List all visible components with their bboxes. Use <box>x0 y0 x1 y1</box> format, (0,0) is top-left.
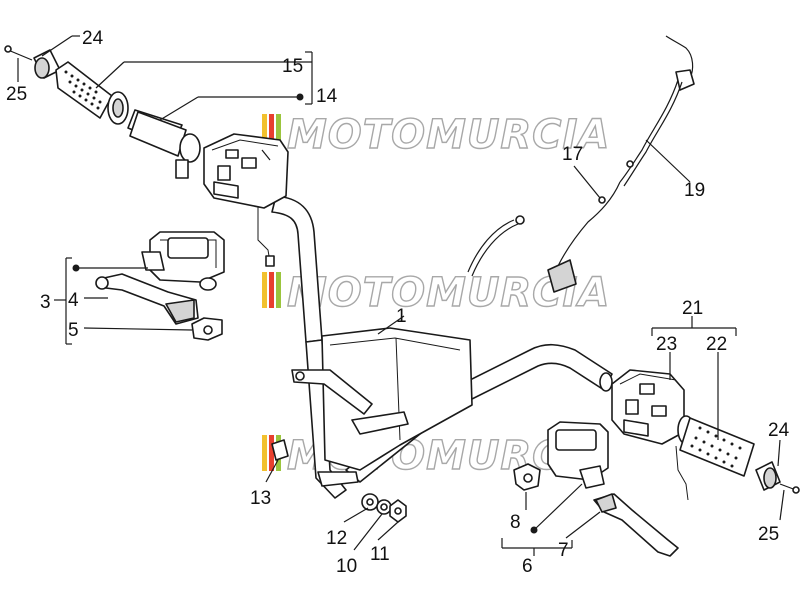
callout-24-right: 24 <box>768 420 790 441</box>
left-switch-housing <box>203 133 289 267</box>
left-brake-lever <box>95 273 199 325</box>
callout-6: 6 <box>522 556 533 577</box>
watermark-top: MOTOMURCIA <box>262 111 610 159</box>
right-switch-housing <box>611 369 689 501</box>
callout-7: 7 <box>558 540 569 561</box>
watermark-stripe-green <box>276 114 281 150</box>
callout-17: 17 <box>562 144 583 165</box>
callout-1: 1 <box>396 306 407 327</box>
callout-3: 3 <box>40 292 51 313</box>
callout-14: 14 <box>316 86 338 107</box>
watermark-stripe-yellow <box>262 272 267 308</box>
callout-24-left: 24 <box>82 28 104 49</box>
watermark-stripe-yellow <box>262 114 267 150</box>
callout-21: 21 <box>682 298 703 319</box>
callout-12: 12 <box>326 528 347 549</box>
left-lever-clamp <box>191 317 223 341</box>
left-master-cylinder <box>141 231 225 291</box>
callout-25-right: 25 <box>758 524 779 545</box>
callout-15: 15 <box>282 56 303 77</box>
left-grip-assembly <box>4 45 201 179</box>
callout-8: 8 <box>510 512 521 533</box>
watermark-stripe-red <box>269 114 274 150</box>
callout-13: 13 <box>250 488 271 509</box>
watermark-stripe-green <box>276 272 281 308</box>
callout-22: 22 <box>706 334 727 355</box>
callout-11: 11 <box>370 544 390 565</box>
watermark-stripe-red <box>269 435 274 471</box>
right-master-cylinder <box>513 421 609 491</box>
callout-10: 10 <box>336 556 357 577</box>
callout-23: 23 <box>656 334 677 355</box>
throttle-cable-assembly <box>467 35 695 293</box>
central-cover-bracket <box>291 327 473 487</box>
callout-5: 5 <box>68 320 79 341</box>
callout-labels: 24 25 15 14 3 4 5 17 19 1 21 23 22 24 25… <box>6 28 790 577</box>
hardware-washers-nut <box>271 439 407 523</box>
callout-19: 19 <box>684 180 705 201</box>
watermark-text: MOTOMURCIA <box>287 112 610 158</box>
right-grip-assembly <box>677 415 800 494</box>
watermark-stripe-yellow <box>262 435 267 471</box>
right-brake-lever <box>593 493 679 557</box>
callout-4: 4 <box>68 290 79 311</box>
leader-lines <box>17 35 785 556</box>
watermark-stripe-red <box>269 272 274 308</box>
callout-25-left: 25 <box>6 84 27 105</box>
